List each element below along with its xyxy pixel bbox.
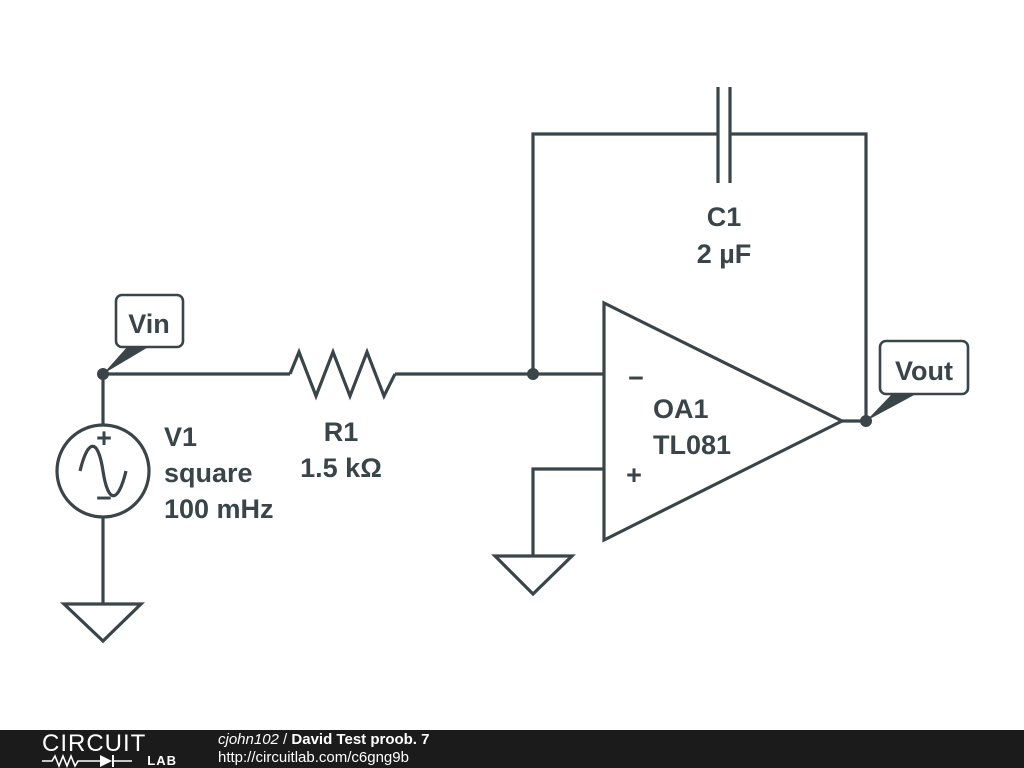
source-frequency-label: 100 mHz [164,494,274,524]
circuit-meta: cjohn102 / David Test proob. 7 http://ci… [218,731,429,767]
source-plus-sign: + [96,423,112,453]
wire-feedback-right [730,132,868,421]
resistor-ref-label: R1 [324,417,359,447]
net-flag-vin-label: Vin [128,309,170,339]
logo-bottom-row: LAB [42,754,177,768]
resistor-value-label: 1.5 kΩ [300,453,382,483]
wires [101,132,868,604]
resistor-r1-symbol[interactable] [288,347,397,401]
opamp-minus-sign: − [628,363,644,393]
source-type-label: square [164,458,253,488]
circuitlab-logo[interactable]: CIRCUIT LAB [42,732,177,768]
net-flag-vout-label: Vout [895,356,953,386]
logo-circuit-text: CIRCUIT [42,730,147,757]
author-link[interactable]: cjohn102 [218,731,279,748]
ground-symbol-source [59,602,145,644]
logo-resistor-diode-icon [42,754,132,768]
junction-inverting-node [527,368,539,380]
wire-feedback-left [531,132,718,374]
logo-lab-text: LAB [147,753,177,768]
opamp-ref-label: OA1 [653,394,709,424]
ground-symbol-opamp [491,554,576,597]
footer-bar: CIRCUIT LAB cjohn102 / David Test proob.… [0,730,1024,768]
net-flag-vout[interactable]: Vout [866,339,970,421]
source-minus-sign: − [96,483,112,513]
opamp-oa1-symbol[interactable] [602,300,846,543]
capacitor-c1-symbol[interactable] [716,87,732,183]
source-ref-label: V1 [164,422,197,452]
meta-separator: / [278,731,292,748]
capacitor-value-label: 2 µF [697,239,752,269]
circuit-title[interactable]: David Test proob. 7 [291,731,430,748]
opamp-plus-sign: + [626,460,642,490]
net-flag-vin[interactable]: Vin [103,293,185,374]
opamp-part-label: TL081 [653,430,731,460]
capacitor-ref-label: C1 [707,202,742,232]
wire-opamp-plus-to-ground [531,467,603,556]
voltage-source-v1-symbol[interactable] [55,423,151,519]
circuit-url-link[interactable]: http://circuitlab.com/c6gng9b [218,749,409,766]
